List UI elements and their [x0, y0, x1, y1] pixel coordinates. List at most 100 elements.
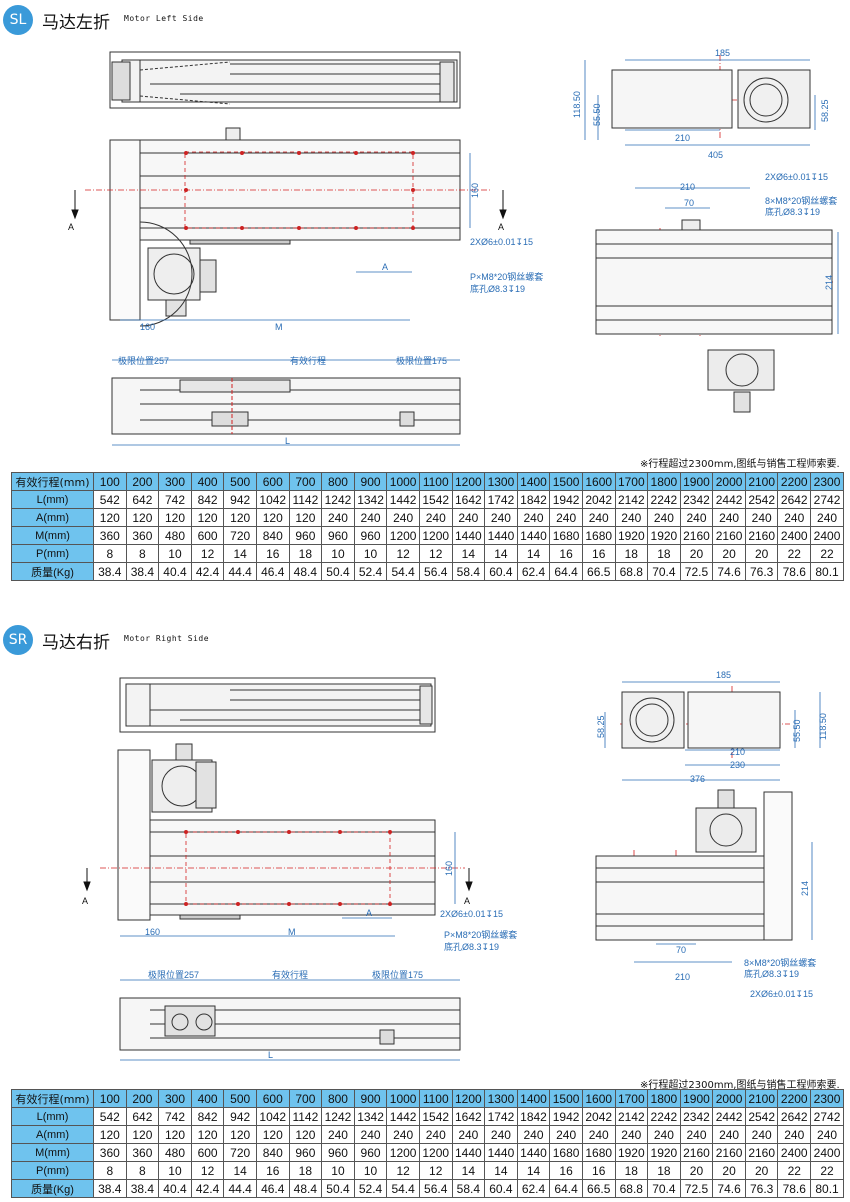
- table-cell: 120: [93, 508, 127, 527]
- table-cell: 60.4: [484, 1179, 518, 1198]
- table-cell: 52.4: [353, 562, 388, 581]
- table-cell: 78.6: [777, 562, 812, 581]
- stroke-header-cell: 400: [190, 472, 225, 491]
- table-cell: 120: [223, 1125, 257, 1144]
- stroke-header-cell: 2000: [712, 472, 746, 491]
- bottom-hole-note: 底孔Ø8.3↧19: [470, 283, 525, 294]
- table-cell: 68.8: [614, 1179, 649, 1198]
- stroke-header-cell: 300: [158, 472, 192, 491]
- table-cell: 38.4: [125, 562, 160, 581]
- table-cell: 12: [190, 544, 225, 563]
- stroke-header-cell: 1700: [614, 472, 649, 491]
- row-label: L(mm): [11, 1107, 94, 1126]
- section-motor-left: SL 马达左折 Motor Left Side: [0, 0, 850, 600]
- table-cell: 240: [679, 508, 714, 527]
- stroke-header-cell: 2300: [810, 472, 844, 491]
- section-a-left: A: [68, 222, 74, 232]
- table-cell: 16: [549, 544, 583, 563]
- table-cell: 70.4: [647, 562, 681, 581]
- table-cell: 40.4: [158, 1179, 192, 1198]
- table-cell: 54.4: [386, 1179, 420, 1198]
- table-cell: 78.6: [777, 1179, 812, 1198]
- dim-70: 70: [684, 198, 694, 208]
- stroke-header-cell: 1200: [451, 472, 486, 491]
- table-cell: 1142: [288, 1107, 323, 1126]
- table-cell: 2160: [712, 526, 746, 545]
- table-cell: 1342: [353, 490, 388, 509]
- stroke-header-cell: 100: [93, 1089, 127, 1108]
- bottom-hole-note-b: 底孔Ø8.3↧19: [744, 968, 799, 979]
- table-cell: 720: [223, 526, 257, 545]
- table-cell: 120: [125, 1125, 160, 1144]
- section-arrows: [83, 868, 473, 892]
- table-cell: 240: [810, 508, 844, 527]
- table-cell: 66.5: [581, 562, 616, 581]
- table-cell: 1680: [581, 526, 616, 545]
- table-cell: 18: [647, 544, 681, 563]
- screw-note: P×M8*20钢丝螺套: [444, 929, 517, 940]
- table-cell: 1442: [386, 1107, 420, 1126]
- table-cell: 1440: [484, 1143, 518, 1162]
- stroke-header-cell: 1800: [647, 1089, 681, 1108]
- table-cell: 10: [158, 1161, 192, 1180]
- table-cell: 80.1: [810, 562, 844, 581]
- table-cell: 20: [712, 1161, 746, 1180]
- table-cell: 1242: [321, 1107, 355, 1126]
- section-badge: SL: [3, 5, 33, 35]
- table-cell: 2400: [777, 526, 812, 545]
- plan-view: [117, 743, 436, 921]
- table-cell: 240: [418, 1125, 453, 1144]
- stroke-header-cell: 1400: [516, 1089, 551, 1108]
- table-cell: 2400: [810, 526, 844, 545]
- table-cell: 1842: [516, 1107, 551, 1126]
- section-a-left: A: [82, 896, 88, 906]
- stroke-header-cell: 2200: [777, 472, 812, 491]
- table-cell: 12: [386, 1161, 420, 1180]
- table-cell: 1920: [614, 526, 649, 545]
- table-cell: 56.4: [418, 562, 453, 581]
- table-cell: 10: [321, 544, 355, 563]
- table-cell: 840: [255, 1143, 290, 1162]
- stroke-header-cell: 2000: [712, 1089, 746, 1108]
- table-cell: 50.4: [321, 1179, 355, 1198]
- section-view: [109, 51, 461, 109]
- table-cell: 2160: [712, 1143, 746, 1162]
- table-cell: 10: [353, 1161, 388, 1180]
- table-cell: 76.3: [744, 562, 779, 581]
- table-cell: 10: [158, 544, 192, 563]
- table-cell: 1342: [353, 1107, 388, 1126]
- table-cell: 240: [353, 1125, 388, 1144]
- stroke-header-cell: 1400: [516, 472, 551, 491]
- stroke-header-cell: 1200: [451, 1089, 486, 1108]
- hole-2x-note: 2XØ6±0.01↧15: [440, 909, 503, 919]
- stroke-header-cell: 1300: [484, 472, 518, 491]
- stroke-header-cell: 1300: [484, 1089, 518, 1108]
- table-cell: 642: [125, 490, 160, 509]
- stroke-header-cell: 2100: [744, 1089, 779, 1108]
- table-cell: 66.5: [581, 1179, 616, 1198]
- table-cell: 842: [190, 1107, 225, 1126]
- table-cell: 240: [581, 1125, 616, 1144]
- table-cell: 2142: [614, 490, 649, 509]
- end-view: [611, 69, 811, 129]
- table-cell: 2160: [744, 526, 779, 545]
- dim-l: L: [268, 1050, 273, 1060]
- table-cell: 240: [581, 508, 616, 527]
- table-cell: 120: [255, 508, 290, 527]
- table-cell: 240: [451, 508, 486, 527]
- stroke-header-cell: 1100: [418, 1089, 453, 1108]
- table-cell: 240: [614, 508, 649, 527]
- stroke-header-cell: 1000: [386, 1089, 420, 1108]
- dim-160b: 160: [470, 183, 480, 198]
- row-label: 有效行程(mm): [11, 1089, 94, 1108]
- table-cell: 240: [810, 1125, 844, 1144]
- row-label: M(mm): [11, 526, 94, 545]
- table-cell: 360: [125, 526, 160, 545]
- table-cell: 62.4: [516, 1179, 551, 1198]
- table-cell: 1542: [418, 1107, 453, 1126]
- dim-70: 70: [676, 945, 686, 955]
- screw-note-b: 8×M8*20钢丝螺套: [765, 195, 837, 206]
- table-cell: 720: [223, 1143, 257, 1162]
